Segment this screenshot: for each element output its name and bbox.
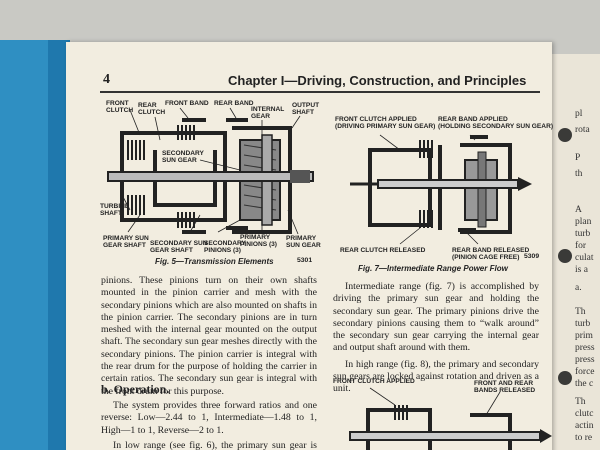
arrow-icon <box>518 177 532 191</box>
fig7-label-rear-clutch-released: REAR CLUTCH RELEASED <box>340 247 426 254</box>
shaft <box>107 171 314 182</box>
next-page-fragment: turb <box>575 319 591 329</box>
left-paragraph-1: pinions. These pinions turn on their own… <box>101 275 317 397</box>
binder-hole <box>558 128 572 142</box>
fig7-label-front-clutch-applied: FRONT CLUTCH APPLIED(DRIVING PRIMARY SUN… <box>335 116 436 130</box>
next-page-fragment: press <box>575 343 595 353</box>
left-column: pinions. These pinions turn on their own… <box>101 275 317 398</box>
fig5-code: 5301 <box>297 257 313 264</box>
next-page-fragment: A <box>575 205 582 215</box>
next-page-fragment: force <box>575 367 595 377</box>
next-page-fragment: for <box>575 241 587 251</box>
front-band-block <box>182 118 206 122</box>
next-page <box>548 54 600 450</box>
next-page-fragment: clutc <box>575 409 594 419</box>
next-page-fragment: the c <box>575 379 594 389</box>
left-paragraph-2: The system provides three forward ratios… <box>101 400 317 436</box>
next-page-fragment: plan <box>575 217 592 227</box>
fig7-label-rear-band-applied: REAR BAND APPLIED(HOLDING SECONDARY SUN … <box>438 116 554 130</box>
next-page-fragment: P <box>575 153 581 163</box>
next-page-fragment: Th <box>575 397 586 407</box>
next-page-fragment: turb <box>575 229 591 239</box>
header-rule <box>100 91 540 93</box>
section-heading: b. Operation. <box>101 382 170 396</box>
fig7-caption: Fig. 7—Intermediate Range Power Flow <box>358 264 508 273</box>
fig7-code: 5309 <box>524 253 540 260</box>
binder-hole <box>558 249 572 263</box>
fig5-label-front-band: FRONT BAND <box>165 100 209 107</box>
next-page-fragment: is a <box>575 265 588 275</box>
next-page-fragment: prim <box>575 331 593 341</box>
running-head: Chapter I—Driving, Construction, and Pri… <box>228 73 527 88</box>
next-page-fragment: Th <box>575 307 586 317</box>
right-column: Intermediate range (fig. 7) is accomplis… <box>333 281 539 396</box>
fig5-caption: Fig. 5—Transmission Elements <box>155 257 274 266</box>
right-paragraph-1: Intermediate range (fig. 7) is accomplis… <box>333 281 539 354</box>
binder-spine <box>48 40 70 450</box>
next-page-fragment: th <box>575 169 583 179</box>
rear-band-block <box>226 118 248 122</box>
next-page-fragment: a. <box>575 283 582 293</box>
next-page-fragment: press <box>575 355 595 365</box>
next-page-fragment: rota <box>575 125 590 135</box>
book-page <box>66 42 552 450</box>
next-page-fragment: actin <box>575 421 594 431</box>
page-number: 4 <box>103 72 110 87</box>
right-paragraph-2: In high range (fig. 8), the primary and … <box>333 358 539 395</box>
next-page-fragment: culat <box>575 253 594 263</box>
fig5-label-rear-band: REAR BAND <box>214 100 254 107</box>
next-page-fragment: to re <box>575 433 593 443</box>
next-page-fragment: pl <box>575 109 583 119</box>
fig8-label-front-clutch-applied: FRONT CLUTCH APPLIED <box>333 378 415 385</box>
fig7-label-rear-band-released: REAR BAND RELEASED(PINION CAGE FREE) <box>452 247 530 261</box>
left-column-lower: The system provides three forward ratios… <box>101 400 317 450</box>
left-paragraph-3: In low range (see fig. 6), the primary s… <box>113 439 317 450</box>
binder-hole <box>558 371 572 385</box>
